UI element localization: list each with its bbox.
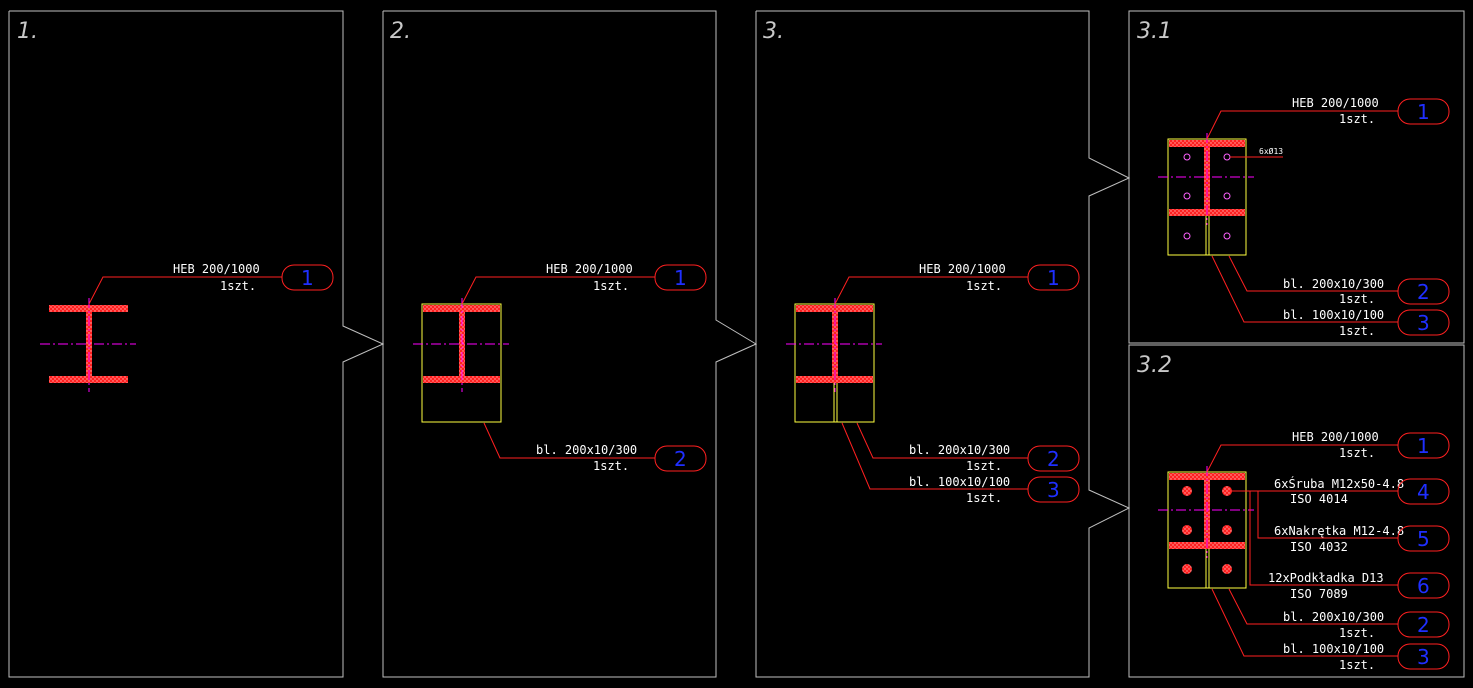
p2-beam-callout: HEB 200/1000 1szt. 1 [461, 262, 707, 305]
p32-beam-callout: HEB 200/1000 1szt. 1 [1206, 430, 1450, 473]
panel-31-beam [1158, 133, 1254, 256]
p32-washer-label: 12xPodkładka D13 [1268, 571, 1384, 585]
p32-bolt-label: 6xŚruba M12x50-4.8 [1274, 476, 1404, 491]
p32-nut-std: ISO 4032 [1290, 540, 1348, 554]
p31-plate-callout: bl. 200x10/300 1szt. 2 [1228, 255, 1450, 306]
p32-beam-number: 1 [1417, 434, 1430, 458]
p1-beam-callout: HEB 200/1000 1szt. 1 [88, 262, 334, 305]
panel-2-beam [413, 298, 509, 423]
p32-beam-qty: 1szt. [1339, 446, 1375, 460]
p31-plate-qty: 1szt. [1339, 292, 1375, 306]
p31-rib-callout: bl. 100x10/100 1szt. 3 [1211, 255, 1450, 338]
p2-plate-number: 2 [674, 447, 687, 471]
p3-plate-qty: 1szt. [966, 459, 1002, 473]
panel-3-frame [755, 10, 1131, 678]
p32-plate-callout: bl. 200x10/300 1szt. 2 [1228, 588, 1450, 640]
panel-1-frame [8, 10, 385, 678]
p3-rib-number: 3 [1047, 478, 1060, 502]
p31-beam-qty: 1szt. [1339, 112, 1375, 126]
p32-bolt-std: ISO 4014 [1290, 492, 1348, 506]
p32-rib-number: 3 [1417, 645, 1430, 669]
p31-plate-number: 2 [1417, 280, 1430, 304]
p3-rib-label: bl. 100x10/100 [909, 475, 1010, 489]
p32-nut-label: 6xNakrętka M12-4.8 [1274, 524, 1404, 538]
panel-1-beam [40, 298, 136, 392]
panel-32-title: 3.2 [1137, 353, 1172, 378]
p3-rib-callout: bl. 100x10/100 1szt. 3 [841, 422, 1080, 505]
p32-rib-qty: 1szt. [1339, 658, 1375, 672]
panel-31-title: 3.1 [1137, 19, 1172, 44]
p32-rib-callout: bl. 100x10/100 1szt. 3 [1211, 588, 1450, 672]
p3-beam-number: 1 [1047, 266, 1060, 290]
p31-rib-number: 3 [1417, 311, 1430, 335]
panel-2-title: 2. [390, 19, 411, 44]
p32-washer-number: 6 [1417, 574, 1430, 598]
p31-beam-callout: HEB 200/1000 1szt. 1 [1206, 96, 1450, 140]
p32-beam-label: HEB 200/1000 [1292, 430, 1379, 444]
p2-beam-label: HEB 200/1000 [546, 262, 633, 276]
p2-plate-label: bl. 200x10/300 [536, 443, 637, 457]
p32-plate-qty: 1szt. [1339, 626, 1375, 640]
p32-washer-callout: 12xPodkładka D13 ISO 7089 6 [1249, 491, 1450, 601]
p2-beam-number: 1 [674, 266, 687, 290]
p31-holes-label: 6xØ13 [1259, 146, 1283, 156]
p3-beam-callout: HEB 200/1000 1szt. 1 [834, 262, 1080, 305]
p1-beam-number: 1 [301, 266, 314, 290]
p31-beam-number: 1 [1417, 100, 1430, 124]
p32-nut-callout: 6xNakrętka M12-4.8 ISO 4032 5 [1257, 491, 1450, 554]
p32-washer-std: ISO 7089 [1290, 587, 1348, 601]
p32-nut-number: 5 [1417, 527, 1430, 551]
p31-rib-label: bl. 100x10/100 [1283, 308, 1384, 322]
p2-beam-qty: 1szt. [593, 279, 629, 293]
p3-plate-label: bl. 200x10/300 [909, 443, 1010, 457]
panel-3-title: 3. [763, 19, 784, 44]
panel-32-frame [1128, 344, 1465, 678]
p1-beam-qty: 1szt. [220, 279, 256, 293]
p3-beam-qty: 1szt. [966, 279, 1002, 293]
panel-2-frame [382, 10, 758, 678]
p31-rib-qty: 1szt. [1339, 324, 1375, 338]
p31-beam-label: HEB 200/1000 [1292, 96, 1379, 110]
p32-rib-label: bl. 100x10/100 [1283, 642, 1384, 656]
p3-beam-label: HEB 200/1000 [919, 262, 1006, 276]
panel-32-beam [1158, 466, 1254, 589]
p32-bolt-number: 4 [1417, 480, 1430, 504]
p31-holes-callout: 6xØ13 [1230, 146, 1283, 158]
panel-3-beam [786, 298, 882, 423]
panel-1-title: 1. [17, 19, 38, 44]
panel-31-frame [1128, 10, 1465, 344]
p31-plate-label: bl. 200x10/300 [1283, 277, 1384, 291]
p32-plate-label: bl. 200x10/300 [1283, 610, 1384, 624]
p3-rib-qty: 1szt. [966, 491, 1002, 505]
p1-beam-label: HEB 200/1000 [173, 262, 260, 276]
p2-plate-callout: bl. 200x10/300 1szt. 2 [483, 422, 707, 473]
p3-plate-callout: bl. 200x10/300 1szt. 2 [856, 422, 1080, 473]
panel-frames [8, 10, 1465, 678]
p32-plate-number: 2 [1417, 613, 1430, 637]
p3-plate-number: 2 [1047, 447, 1060, 471]
p32-bolt-callout: 6xŚruba M12x50-4.8 ISO 4014 4 [1230, 476, 1450, 506]
p2-plate-qty: 1szt. [593, 459, 629, 473]
